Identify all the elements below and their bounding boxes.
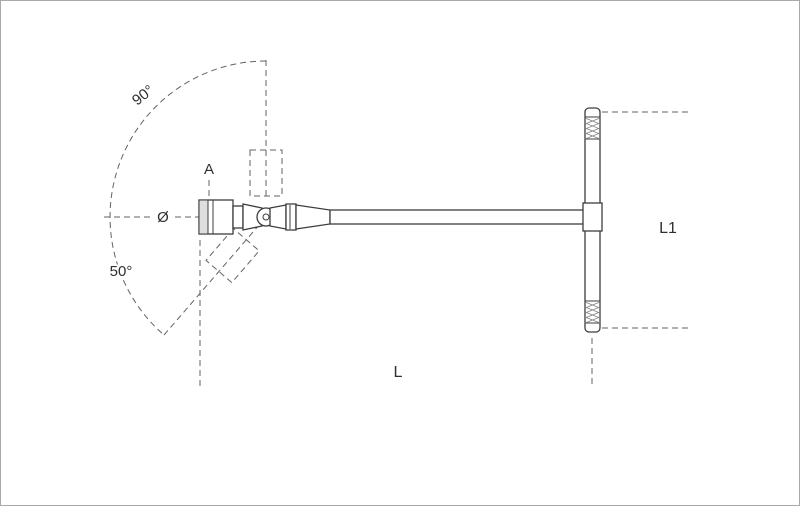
label-diameter: Ø <box>157 209 169 226</box>
wrench-drawing <box>198 107 603 333</box>
socket-neck <box>232 205 244 229</box>
label-handle-length: L1 <box>659 220 677 237</box>
label-angle-50: 50° <box>110 263 133 280</box>
t-handle <box>582 107 603 333</box>
joint-pin <box>262 213 270 221</box>
shaft-bar <box>329 209 586 225</box>
handle-center-boss <box>582 202 603 232</box>
socket-head <box>198 199 244 235</box>
knurl-top-hatch <box>584 117 601 140</box>
universal-joint <box>242 203 297 231</box>
label-angle-90: 90° <box>129 82 157 109</box>
shaft-taper <box>295 204 331 230</box>
dashed-guides <box>104 60 688 388</box>
joint-yoke-right <box>269 204 287 230</box>
rotation-arc <box>109 60 267 336</box>
label-dim-a: A <box>204 161 214 178</box>
socket-down-centerline <box>163 216 267 336</box>
shaft <box>295 204 586 230</box>
label-length: L <box>394 364 403 381</box>
knurl-bottom-hatch <box>584 301 601 324</box>
socket-90deg-outline <box>249 149 283 197</box>
joint-yoke-left <box>242 203 263 231</box>
socket-opening <box>198 199 209 235</box>
joint-collar <box>285 203 297 231</box>
